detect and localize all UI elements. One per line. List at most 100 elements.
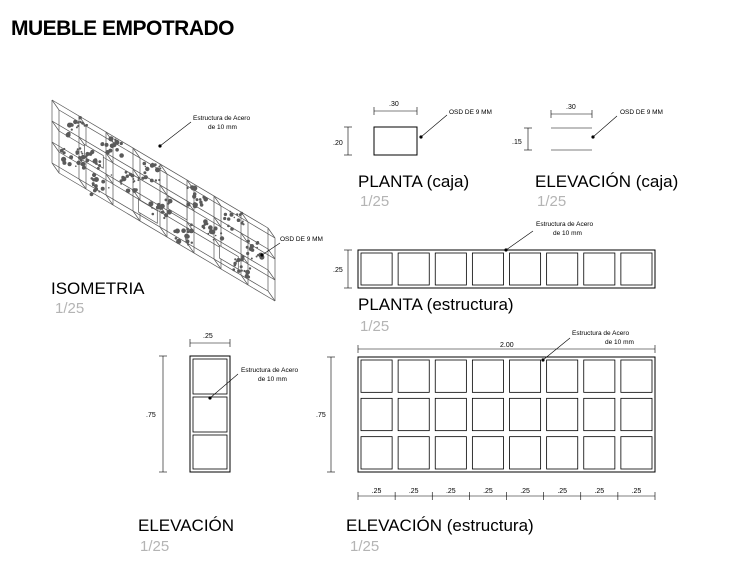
iso-foliage-leaf — [233, 261, 237, 266]
iso-frame-member — [132, 210, 141, 222]
iso-foliage-leaf — [76, 121, 80, 124]
iso-foliage-leaf — [92, 178, 96, 182]
iso-foliage-leaf — [61, 156, 67, 162]
iso-foliage-leaf — [85, 151, 90, 157]
iso-osb-leader-dot — [260, 253, 264, 257]
iso-foliage-leaf — [208, 229, 214, 235]
iso-foliage-leaf — [81, 121, 84, 125]
sheet-title: MUEBLE EMPOTRADO — [11, 17, 234, 40]
iso-foliage-leaf — [184, 238, 187, 240]
iso-foliage-leaf — [85, 123, 89, 127]
iso-foliage-leaf — [90, 149, 95, 155]
module-dim-label: .25 — [446, 488, 456, 495]
iso-foliage-leaf — [79, 120, 82, 123]
iso-foliage-leaf — [78, 116, 82, 120]
planta-module — [434, 252, 467, 286]
iso-foliage-leaf — [81, 152, 84, 155]
iso-foliage-leaf — [151, 206, 154, 209]
iso-foliage-leaf — [130, 173, 135, 178]
total-height-dim: .75 — [316, 412, 326, 419]
estructura-steel-note-line2: de 10 mm — [605, 339, 634, 346]
iso-foliage-leaf — [78, 147, 82, 150]
iso-foliage-leaf — [240, 269, 243, 272]
iso-foliage-leaf — [203, 227, 206, 229]
iso-foliage-leaf — [93, 158, 98, 162]
iso-foliage-leaf — [232, 268, 236, 272]
iso-foliage-leaf — [185, 239, 190, 244]
isometric-planting — [59, 116, 265, 279]
planta-estructura-scale: 1/25 — [360, 318, 389, 335]
iso-foliage-leaf — [125, 174, 129, 178]
planta-caja-view: .30 .20 OSD DE 9 MM PLANTA (caja) 1/25 — [333, 101, 492, 210]
iso-foliage-leaf — [229, 212, 234, 217]
iso-foliage-leaf — [207, 232, 210, 235]
elevacion-module — [360, 397, 393, 432]
iso-foliage-leaf — [151, 163, 154, 166]
iso-foliage-leaf — [168, 201, 171, 204]
iso-steel-leader — [159, 121, 192, 147]
iso-foliage-leaf — [104, 142, 109, 147]
iso-foliage-leaf — [105, 150, 110, 155]
elevacion-module — [546, 397, 579, 432]
iso-foliage-leaf — [62, 160, 67, 165]
iso-steel-note-line2: de 10 mm — [208, 124, 237, 131]
iso-osb-box — [138, 198, 158, 224]
iso-frame-member — [213, 258, 222, 270]
iso-foliage-leaf — [69, 155, 74, 160]
elevacion-width-dim: .25 — [203, 333, 213, 340]
iso-foliage-leaf — [79, 158, 83, 162]
iso-foliage-leaf — [234, 258, 237, 261]
iso-foliage-leaf — [100, 186, 105, 191]
elevacion-module-1 — [192, 358, 228, 395]
iso-frame-member — [159, 184, 168, 196]
elevacion-module — [397, 397, 430, 432]
iso-foliage-leaf — [236, 213, 239, 216]
iso-osb-note: OSD DE 9 MM — [280, 236, 323, 243]
planta-steel-note-line2: de 10 mm — [553, 230, 582, 237]
elevacion-module — [583, 397, 616, 432]
total-width-dim: 2.00 — [500, 342, 514, 349]
caja-elev-osb-note: OSD DE 9 MM — [620, 109, 663, 116]
iso-foliage-leaf — [233, 216, 236, 219]
iso-foliage-leaf — [161, 204, 164, 207]
iso-foliage-leaf — [125, 188, 131, 194]
iso-frame-member — [51, 162, 60, 174]
elevacion-steel-note-line2: de 10 mm — [258, 376, 287, 383]
iso-foliage-leaf — [159, 167, 162, 170]
iso-foliage-leaf — [124, 170, 128, 174]
elevacion-caja-scale: 1/25 — [537, 193, 566, 210]
iso-foliage-leaf — [158, 165, 161, 168]
iso-foliage-leaf — [67, 162, 72, 167]
elevacion-module-3 — [192, 434, 228, 470]
iso-foliage-leaf — [76, 148, 79, 151]
isometria-scale: 1/25 — [55, 300, 84, 317]
iso-foliage-leaf — [144, 165, 147, 168]
elevacion-estructura-scale: 1/25 — [350, 538, 379, 555]
elevacion-module — [434, 359, 467, 393]
iso-foliage-leaf — [186, 227, 190, 231]
iso-foliage-leaf — [239, 265, 243, 269]
planta-steel-leader — [505, 230, 534, 251]
elevacion-estructura-outline — [357, 356, 656, 473]
iso-foliage-leaf — [187, 243, 190, 246]
iso-foliage-leaf — [154, 179, 158, 182]
iso-foliage-leaf — [190, 241, 193, 244]
iso-foliage-leaf — [69, 122, 73, 127]
iso-foliage-leaf — [176, 238, 182, 244]
planta-estructura-outline — [357, 249, 656, 289]
iso-foliage-leaf — [80, 151, 83, 153]
caja-osb-leader — [420, 114, 448, 138]
iso-foliage-leaf — [70, 128, 73, 131]
iso-foliage-leaf — [220, 232, 223, 235]
iso-foliage-leaf — [214, 234, 217, 237]
elevacion-module — [583, 436, 616, 470]
iso-foliage-leaf — [189, 228, 194, 234]
elevacion-estructura-modules — [360, 359, 653, 470]
iso-foliage-leaf — [186, 202, 191, 207]
elevacion-module — [434, 397, 467, 432]
caja-elev-width-dim: .30 — [566, 104, 576, 111]
iso-foliage-leaf — [83, 124, 87, 127]
iso-foliage-leaf — [192, 202, 197, 207]
iso-foliage-leaf — [250, 257, 253, 260]
